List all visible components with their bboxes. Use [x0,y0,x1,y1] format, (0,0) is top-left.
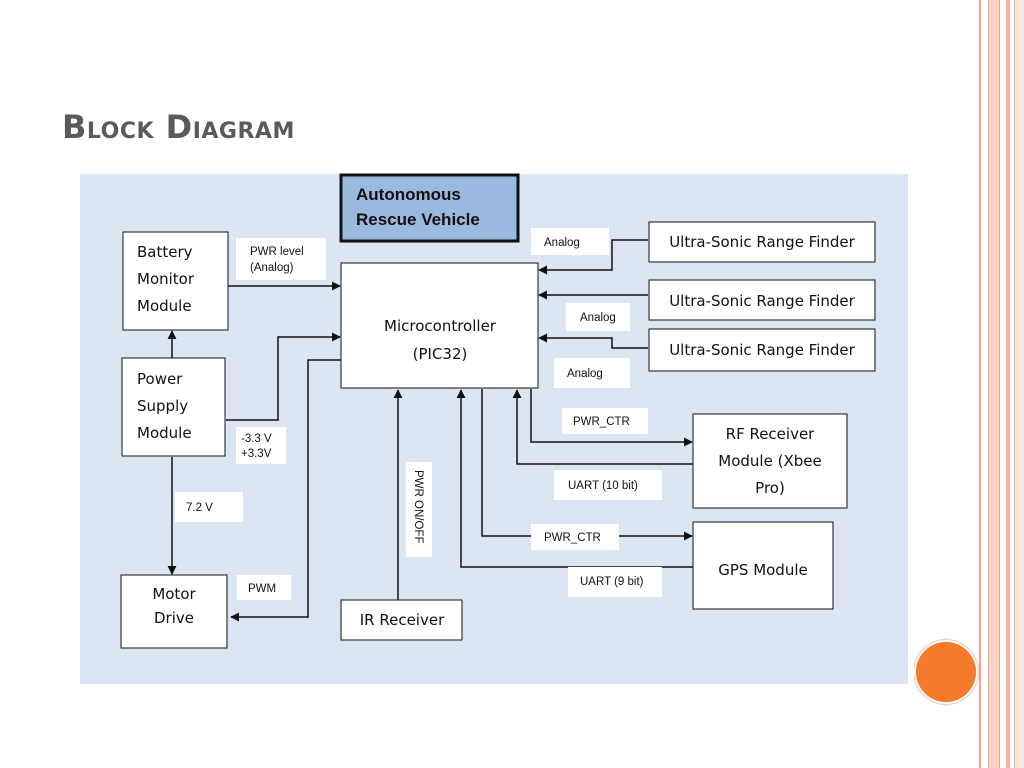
rf-receiver-block [692,413,848,509]
mcu-label-line-1: Microcontroller [384,317,497,335]
pwr-level-box [236,238,326,280]
voltage-label-line-2: +3.3V [241,448,272,460]
pwr-ctr-box-2 [531,524,619,550]
ultrasonic-range-finder-1-block [648,221,876,263]
uart-9-label: UART (9 bit) [580,576,644,588]
microcontroller-block [340,262,539,389]
slide-edge-stripe [979,0,981,768]
connector-rf-to-mcu [512,389,693,465]
v72-label: 7.2 V [186,502,213,514]
voltage-box [236,427,286,464]
analog-label-2: Analog [580,312,616,324]
slide-edge-stripe [1014,0,1024,768]
analog-label-1: Analog [544,237,580,249]
pwr-level-label-line-2: (Analog) [250,262,294,274]
motor-label-line-2: Drive [154,609,194,627]
ultrasonic-3-label: Ultra-Sonic Range Finder [669,341,855,359]
pwr-ctr-label-1: PWR_CTR [573,416,630,428]
connector-mcu-to-motor [230,359,341,622]
connector-us1-to-mcu [538,239,648,275]
pwr-onoff-box [406,462,432,557]
power-label-line-3: Module [137,424,192,442]
v72-box [175,492,243,522]
pwm-label: PWM [248,583,276,595]
rf-label-line-3: Pro) [755,479,785,497]
gps-label: GPS Module [718,561,808,579]
power-label-line-1: Power [137,370,183,388]
analog-box-1 [531,228,609,255]
ultrasonic-range-finder-3-block [648,328,876,372]
uart-9-box [568,567,662,597]
battery-label-line-1: Battery [137,243,193,261]
title-box-line-1: Autonomous [356,185,461,204]
connector-power-to-mcu [226,332,341,421]
pwr-level-label-line-1: PWR level [250,246,304,258]
battery-label-line-3: Module [137,297,192,315]
title-box: Autonomous Rescue Vehicle [339,173,520,243]
ultrasonic-range-finder-2-block [648,279,876,321]
pwr-ctr-box-1 [562,408,648,434]
ultrasonic-2-label: Ultra-Sonic Range Finder [669,292,855,310]
connector-us3-to-mcu [538,333,648,349]
battery-monitor-block [122,231,229,331]
ultrasonic-1-label: Ultra-Sonic Range Finder [669,233,855,251]
slide-edge-stripe [988,0,1000,768]
slide-edge-stripe [1006,0,1010,768]
gps-module-block [692,521,834,610]
analog-box-3 [554,358,630,388]
battery-label-line-2: Monitor [137,270,195,288]
pwr-onoff-label: PWR ON/OFF [412,470,424,543]
ir-receiver-block [340,599,463,641]
mcu-label-line-2: (PIC32) [413,345,468,363]
ir-receiver-label: IR Receiver [360,611,445,629]
motor-drive-block [120,574,228,649]
power-supply-block [121,357,226,457]
pwr-ctr-label-2: PWR_CTR [544,532,601,544]
rf-label-line-1: RF Receiver [726,425,816,443]
block-diagram: Autonomous Rescue Vehicle Battery Monito… [76,170,914,690]
uart-10-label: UART (10 bit) [568,480,638,492]
decorative-orange-circle [914,640,978,704]
title-box-line-2: Rescue Vehicle [356,210,480,229]
analog-box-2 [566,303,630,331]
voltage-label-line-1: -3.3 V [241,433,272,445]
slide-title: Block Diagram [62,108,295,146]
power-label-line-2: Supply [137,397,188,415]
uart-10-box [554,470,662,500]
motor-label-line-1: Motor [152,585,196,603]
analog-label-3: Analog [567,368,603,380]
rf-label-line-2: Module (Xbee [718,452,821,470]
pwm-box [237,575,291,600]
connector-mcu-to-rf [530,389,693,447]
connector-mcu-to-gps [481,389,693,541]
